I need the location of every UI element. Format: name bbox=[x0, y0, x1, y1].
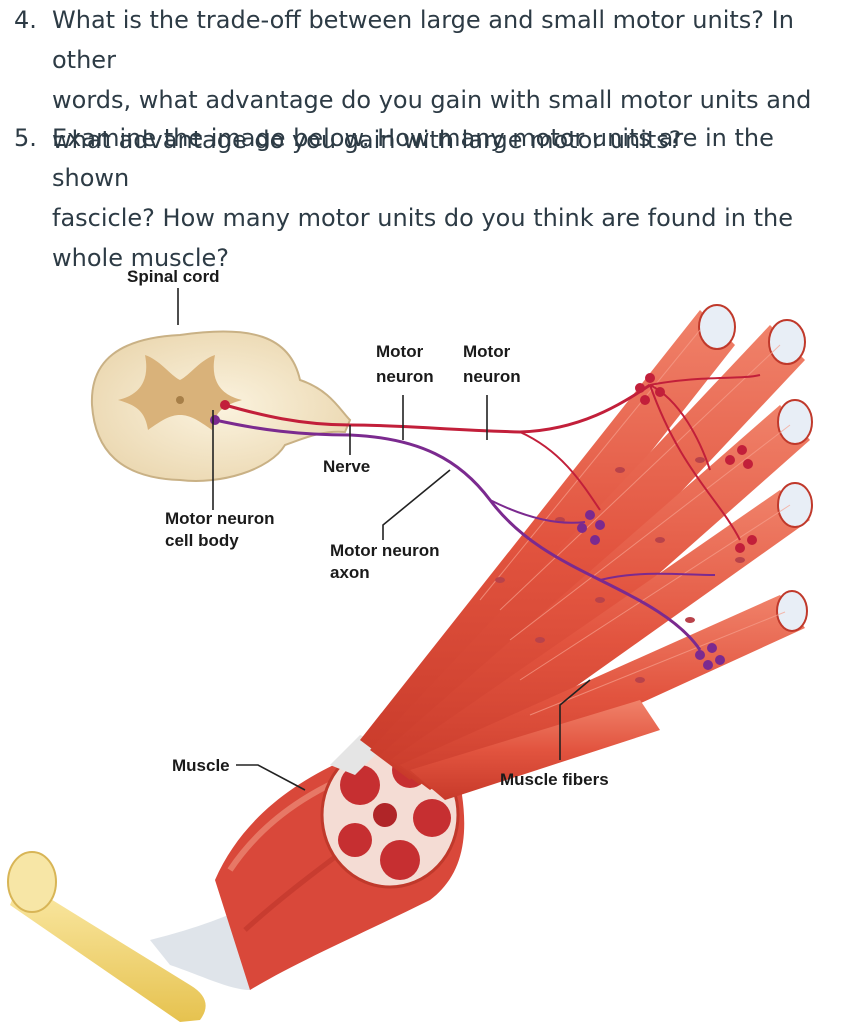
spinal-cord bbox=[90, 330, 352, 482]
question-line: What is the trade-off between large and … bbox=[52, 6, 794, 74]
label-motor-neuron-2-line2: neuron bbox=[463, 367, 521, 386]
label-motor-neuron-1: Motor bbox=[376, 342, 424, 361]
label-motor-neuron-1-line2: neuron bbox=[376, 367, 434, 386]
question-line: whole muscle? bbox=[52, 244, 230, 272]
label-cell-body-line2: cell body bbox=[165, 531, 239, 550]
label-muscle-fibers: Muscle fibers bbox=[500, 770, 609, 789]
label-axon: Motor neuron bbox=[330, 541, 440, 560]
question-line: Examine the image below. How many motor … bbox=[52, 124, 774, 192]
question-line: what advantage do you gain with large mo… bbox=[52, 126, 682, 154]
motor-neurons bbox=[210, 373, 761, 670]
label-motor-neuron-2: Motor bbox=[463, 342, 511, 361]
label-nerve: Nerve bbox=[323, 457, 370, 476]
question-number: 4. bbox=[14, 6, 37, 34]
question-text: What is the trade-off between large and … bbox=[52, 0, 842, 160]
question-text: Examine the image below. How many motor … bbox=[52, 118, 842, 278]
question-number: 5. bbox=[14, 124, 37, 152]
question-line: words, what advantage do you gain with s… bbox=[52, 86, 812, 114]
label-spinal-cord: Spinal cord bbox=[127, 267, 220, 286]
label-axon-line2: axon bbox=[330, 563, 370, 582]
question-line: fascicle? How many motor units do you th… bbox=[52, 204, 793, 232]
label-muscle: Muscle bbox=[172, 756, 230, 775]
motor-unit-illustration: Spinal cord Motor neuron Motor neuron Ne… bbox=[7, 267, 813, 1022]
figure-labels: Spinal cord Motor neuron Motor neuron Ne… bbox=[127, 267, 609, 791]
label-cell-body: Motor neuron bbox=[165, 509, 275, 528]
